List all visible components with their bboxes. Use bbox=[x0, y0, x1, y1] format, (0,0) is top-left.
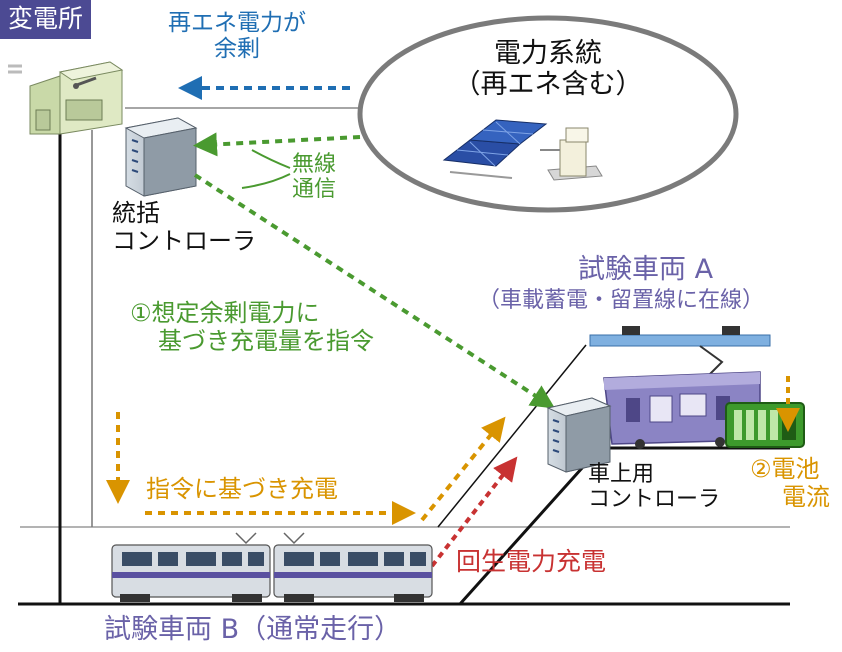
onboard-battery-icon bbox=[725, 402, 805, 448]
charge-up-arrow bbox=[420, 416, 506, 522]
siding-wire bbox=[437, 344, 587, 528]
wireless-label-line2: 通信 bbox=[292, 177, 337, 203]
grid-to-controller-arrow bbox=[193, 132, 361, 157]
onboard-controller-label: 車上用 コントローラ bbox=[588, 462, 720, 513]
vehicle-a-catenary bbox=[589, 334, 771, 347]
siding-track bbox=[458, 446, 602, 606]
onboard-controller-line1: 車上用 bbox=[588, 462, 655, 487]
substation-building-icon bbox=[8, 61, 124, 135]
vehicle-b-label: 試験車両 B（通常走行） bbox=[104, 614, 402, 645]
surplus-label-line2: 余剰 bbox=[214, 36, 260, 63]
vehicle-b-illustration bbox=[111, 532, 433, 602]
regen-label: 回生電力充電 bbox=[456, 547, 607, 576]
instruction-line2: 基づき充電量を指令 bbox=[158, 326, 374, 355]
vehicle-a-subtitle: （車載蓄電・留置線に在線） bbox=[478, 288, 765, 313]
onboard-controller-line2: コントローラ bbox=[588, 487, 721, 513]
surplus-label: 再エネ電力が 余剰 bbox=[168, 10, 306, 63]
wireless-label-line1: 無線 bbox=[292, 152, 337, 177]
wireless-pointer-upper bbox=[251, 149, 291, 169]
vehicle-a-title: 試験車両 A bbox=[578, 254, 714, 285]
grid-label-line2: （再エネ含む） bbox=[453, 69, 643, 101]
central-controller-icon bbox=[124, 117, 198, 197]
battery-current-line2: 電流 bbox=[782, 482, 830, 511]
battery-current-line1: ②電池 bbox=[750, 455, 820, 483]
instruction-label: ①想定余剰電力に 基づき充電量を指令 bbox=[130, 299, 374, 355]
central-controller-line2: コントローラ bbox=[112, 226, 256, 255]
controller-to-vehicle-a-arrow bbox=[193, 173, 556, 409]
wireless-label: 無線 通信 bbox=[292, 152, 336, 203]
onboard-controller-icon bbox=[546, 397, 612, 473]
charge-label: 指令に基づき充電 bbox=[146, 475, 338, 503]
substation-tag: 変電所 bbox=[0, 0, 92, 39]
instruction-line1: ①想定余剰電力に bbox=[130, 299, 320, 327]
central-controller-line1: 統括 bbox=[112, 199, 160, 227]
grid-label-line1: 電力系統 bbox=[494, 38, 602, 69]
grid-label: 電力系統 （再エネ含む） bbox=[418, 38, 678, 100]
power-conditioner-icon bbox=[540, 127, 603, 181]
surplus-label-line1: 再エネ電力が bbox=[168, 10, 306, 36]
wireless-pointer-lower bbox=[241, 173, 291, 189]
central-controller-label: 統括 コントローラ bbox=[112, 199, 256, 255]
battery-current-label: ②電池 電流 bbox=[750, 455, 830, 511]
power-grid-bubble bbox=[357, 15, 739, 213]
solar-panel-icon bbox=[442, 119, 548, 179]
